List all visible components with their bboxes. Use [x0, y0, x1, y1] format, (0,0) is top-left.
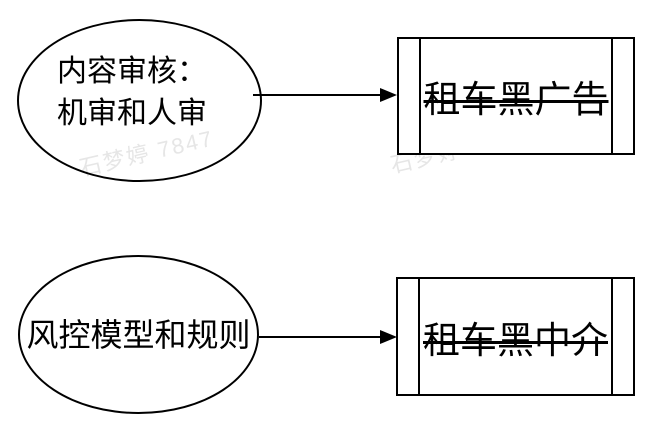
- ellipse-node-risk-model: 风控模型和规则: [18, 255, 259, 414]
- process-node-black-ads: 租车黑广告: [397, 37, 635, 155]
- arrowhead-icon: [380, 330, 397, 344]
- node-label-strikethrough: 租车黑中介: [423, 319, 608, 361]
- arrow-connector-top: [253, 88, 397, 102]
- node-label-line: 风控模型和规则: [26, 316, 251, 353]
- node-label-line: 机审和人审: [57, 96, 207, 130]
- node-label-line: 内容审核：: [57, 54, 207, 88]
- node-label-strikethrough: 租车黑广告: [423, 79, 609, 120]
- ellipse-node-content-review: 内容审核： 机审和人审: [17, 19, 262, 182]
- arrowhead-icon: [380, 88, 397, 102]
- arrow-connector-bottom: [259, 330, 397, 344]
- process-node-black-agency: 租车黑中介: [396, 277, 635, 396]
